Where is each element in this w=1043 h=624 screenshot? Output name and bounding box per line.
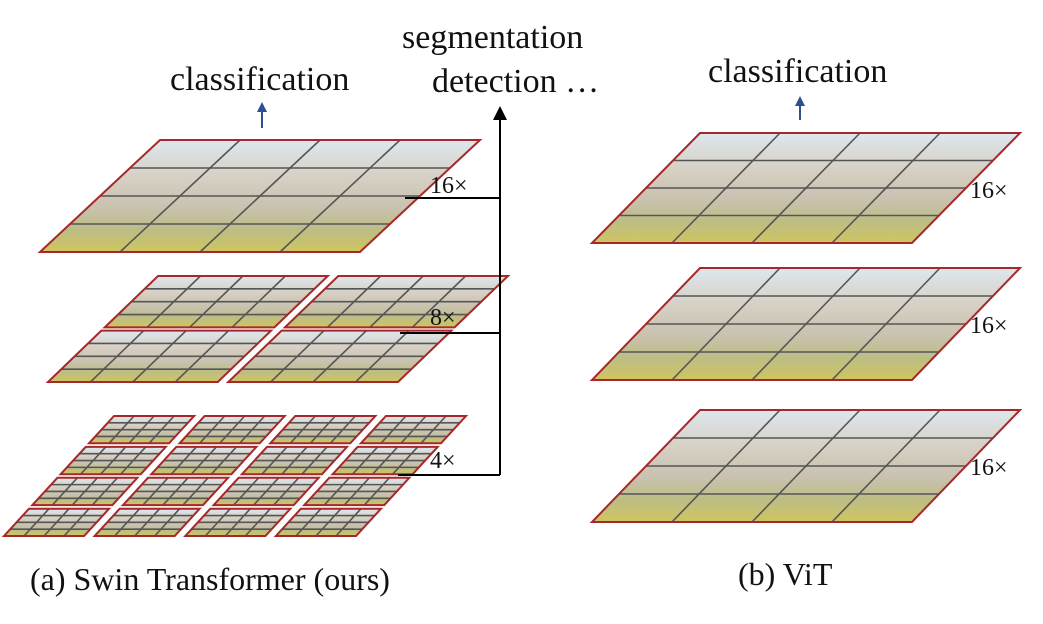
swin-tasks-line1: segmentation [402,19,583,56]
swin-window [149,445,259,476]
swin-window [268,415,378,445]
swin-classification-label: classification [170,61,349,98]
window-border [30,476,140,507]
vit-patch-grid [589,409,1023,523]
swin-window [183,507,293,537]
vit-level-3 [589,409,1023,523]
window-border [330,445,440,476]
swin-multiplier-8x: 8× [430,305,456,331]
window-border [301,476,412,507]
swin-transformer-panel: 16× 8× 4× segmentation detection … class… [1,19,599,597]
patch-grid-line [273,477,300,506]
vit-patch-grid [589,132,1023,244]
swin-window [177,415,287,445]
swin-caption: (a) Swin Transformer (ours) [30,561,390,597]
patch-grid-line [182,477,209,506]
patch-grid-line [148,415,175,444]
patch-grid-line [411,275,467,328]
swin-window [273,507,384,537]
patch-grid-line [335,508,362,537]
swin-tasks-line2: detection … [432,63,599,100]
swin-window [211,476,321,507]
swin-window [30,476,140,507]
patch-grid-line [392,446,419,475]
swin-level-16x [37,139,483,253]
patch-grid-line [154,508,181,537]
window-border [58,445,169,476]
swin-window [225,329,454,383]
patch-grid-line [363,477,390,506]
window-border [177,415,287,445]
patch-grid-line [231,275,286,328]
swin-multiplier-4x: 4× [430,448,456,474]
window-border [282,275,511,329]
window-border [183,507,293,537]
patch-grid-line [174,330,230,383]
window-border [102,275,331,329]
patch-grid-line [244,508,271,537]
swin-up-arrow-icon [257,102,267,128]
patch-grid-line [831,132,941,244]
feature-connector [398,106,507,476]
window-border [225,329,454,383]
swin-level-4x [1,415,469,537]
vit-level-1 [589,132,1023,244]
vit-patch-grid [589,267,1023,381]
window-border [149,445,259,476]
vit-classification-label: classification [708,53,887,90]
swin-window [45,329,274,383]
patch-grid-line [420,415,447,444]
patch-grid-line [210,446,237,475]
swin-level-8x [45,275,511,383]
window-border [92,507,202,537]
swin-window [239,445,350,476]
swin-window [37,139,483,253]
patch-grid-line [355,330,410,383]
window-border [86,415,197,445]
swin-multiplier-16x: 16× [430,173,468,199]
window-border [239,445,350,476]
vit-caption: (b) ViT [738,556,833,592]
vit-multiplier-3: 16× [970,455,1008,481]
vit-multiplier-1: 16× [970,178,1008,204]
window-border [1,507,112,537]
window-border [211,476,321,507]
window-border [273,507,384,537]
window-border [120,476,231,507]
window-border [589,267,1023,381]
swin-window [120,476,231,507]
swin-window [301,476,412,507]
swin-window [282,275,511,329]
window-border [268,415,378,445]
window-border [45,329,274,383]
patch-grid-line [301,446,328,475]
patch-grid-line [831,409,941,523]
swin-window [358,415,469,445]
patch-grid-line [91,477,118,506]
patch-grid-line [831,267,941,381]
swin-window [58,445,169,476]
patch-grid-line [329,415,356,444]
swin-window [102,275,331,329]
window-border [589,132,1023,244]
window-border [589,409,1023,523]
patch-grid-line [120,446,147,475]
patch-grid-line [239,415,266,444]
patch-grid-line [63,508,90,537]
vit-level-2 [589,267,1023,381]
swin-window [86,415,197,445]
swin-window [330,445,440,476]
swin-window [92,507,202,537]
swin-window [1,507,112,537]
patch-grid-line [279,139,401,253]
window-border [358,415,469,445]
vit-multiplier-2: 16× [970,313,1008,339]
window-border [37,139,483,253]
vit-up-arrow-icon [795,96,805,120]
vit-panel: 16× 16× 16× classification (b) ViT [589,53,1023,592]
